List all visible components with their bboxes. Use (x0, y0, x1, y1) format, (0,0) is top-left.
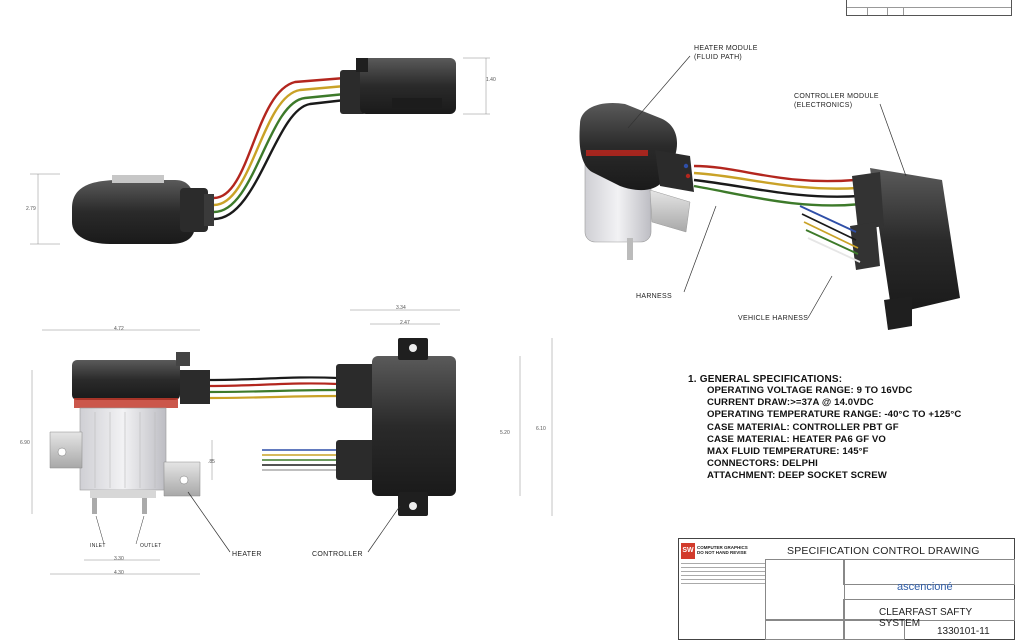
dim-ctrl-width-outer: 3.34 (396, 305, 406, 311)
controller-body-front (372, 356, 456, 496)
callout-controller-module: CONTROLLER MODULE (ELECTRONICS) (794, 93, 879, 109)
spec-line: OPERATING VOLTAGE RANGE: 9 TO 16VDC (707, 385, 913, 396)
system-name: CLEARFAST SAFTY SYSTEM (879, 607, 972, 629)
callout-harness: HARNESS (636, 293, 672, 300)
dim-top-right-height: 1.40 (486, 77, 496, 83)
company-badge: SW (681, 543, 695, 559)
callout-outlet: OUTLET (140, 543, 162, 549)
dim-ctrl-height-outer: 6.10 (536, 426, 546, 432)
dim-ctrl-height-inner: 5.20 (500, 430, 510, 436)
callout-heater: HEATER (232, 551, 262, 558)
dim-front-height: 6.90 (20, 440, 30, 446)
isometric-view (579, 55, 960, 330)
company-name: COMPUTER GRAPHICS DO NOT HAND REVISE (697, 545, 748, 555)
heater-body-top (72, 180, 195, 244)
spec-line: MAX FLUID TEMPERATURE: 145°F (707, 446, 869, 458)
dim-base-overall: 4.30 (114, 570, 124, 576)
callout-heater-module: HEATER MODULE (FLUID PATH) (694, 45, 758, 61)
top-left-view (30, 57, 490, 245)
heater-connector-top (180, 188, 208, 232)
company-logo: ascencioné (897, 581, 953, 593)
controller-body-iso (870, 168, 960, 314)
proprietary-note (681, 563, 765, 587)
dim-top-left-height: 2.79 (26, 206, 36, 212)
dim-mount-offset: .85 (208, 459, 215, 465)
specs-heading: 1. GENERAL SPECIFICATIONS: (688, 374, 843, 385)
drawing-number: 1330101-11 (937, 626, 990, 637)
spec-line: CASE MATERIAL: CONTROLLER PBT GF (707, 421, 899, 433)
heater-bracket-top (112, 175, 164, 183)
callout-controller: CONTROLLER (312, 551, 363, 558)
spec-line: ATTACHMENT: DEEP SOCKET SCREW (707, 470, 887, 482)
dim-base-width: 3.30 (114, 556, 124, 562)
spec-line: CONNECTORS: DELPHI (707, 458, 818, 470)
drawing-type: SPECIFICATION CONTROL DRAWING (787, 545, 980, 557)
heater-cap-front (72, 360, 180, 400)
general-specifications: 1. GENERAL SPECIFICATIONS: OPERATING VOL… (688, 374, 1008, 483)
title-block: SW COMPUTER GRAPHICS DO NOT HAND REVISE … (678, 538, 1015, 640)
front-view (31, 309, 553, 575)
revision-block (846, 0, 1012, 16)
callout-inlet: INLET (90, 543, 106, 549)
dim-ctrl-width-inner: 2.47 (400, 320, 410, 326)
heater-cap-iso (579, 102, 678, 191)
dim-front-width: 4.72 (114, 326, 124, 332)
spec-line: OPERATING TEMPERATURE RANGE: -40°C TO +1… (707, 409, 962, 421)
spec-line: CURRENT DRAW:>=37A @ 14.0VDC (707, 397, 874, 409)
callout-vehicle-harness: VEHICLE HARNESS (738, 315, 809, 322)
spec-line: CASE MATERIAL: HEATER PA6 GF VO (707, 433, 886, 445)
heater-reservoir-front (79, 407, 167, 491)
